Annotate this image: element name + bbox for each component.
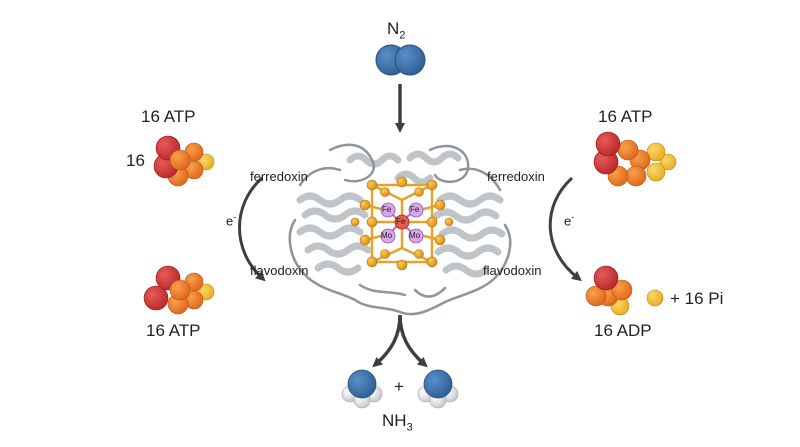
right-acceptor-label: flavodoxin	[483, 263, 542, 278]
n2-label-sub: 2	[399, 29, 406, 42]
n2-label: N2	[387, 20, 405, 41]
femo-cofactor	[350, 176, 454, 271]
nitrogenase-protein	[288, 143, 512, 316]
cofactor-fe-right: Fe	[410, 205, 420, 214]
phosphate-pi	[646, 289, 664, 307]
cofactor-fe-left: Fe	[382, 205, 392, 214]
nh3-plus: +	[394, 377, 404, 396]
left-top-atp-label: 16 ATP	[141, 107, 196, 126]
atp-cluster-right-top	[593, 131, 677, 187]
nh3-label: NH3	[382, 412, 413, 433]
right-electron-symbol: e	[564, 213, 572, 229]
left-donor-label: ferredoxin	[250, 169, 308, 184]
left-electron-sup: -	[233, 212, 237, 222]
left-bottom-atp-label: 16 ATP	[146, 321, 201, 340]
nh3-label-sub: 3	[406, 421, 413, 434]
cofactor-mo-right: Mo	[409, 231, 421, 240]
right-top-atp-label: 16 ATP	[598, 107, 653, 126]
arrow-right-atp-hydrolysis	[548, 176, 582, 282]
cofactor-mo-left: Mo	[381, 231, 393, 240]
right-pi-label: + 16 Pi	[670, 289, 724, 308]
atp-cluster-left-top	[153, 135, 215, 187]
right-donor-label: ferredoxin	[487, 169, 545, 184]
left-electron-symbol: e	[226, 213, 234, 229]
left-count-prefix: 16	[126, 151, 145, 170]
adp-cluster-right-bottom	[585, 265, 633, 316]
right-electron-label: e-	[564, 212, 575, 229]
right-electron-sup: -	[571, 212, 575, 222]
nh3-molecule-left	[341, 369, 383, 409]
nh3-molecule-right	[417, 369, 459, 409]
arrow-left-electron-transfer	[238, 176, 266, 282]
n2-label-base: N	[387, 19, 400, 38]
n2-molecule	[375, 44, 426, 76]
arrow-to-nh3-left	[372, 314, 402, 368]
left-acceptor-label: flavodoxin	[250, 263, 309, 278]
cofactor-center: Fe	[396, 217, 406, 226]
atp-cluster-left-bottom	[143, 265, 215, 315]
right-bottom-adp-label: 16 ADP	[594, 321, 652, 340]
arrow-to-nh3-right	[398, 314, 428, 368]
left-electron-label: e-	[226, 212, 237, 229]
nh3-label-base: NH	[382, 411, 407, 430]
